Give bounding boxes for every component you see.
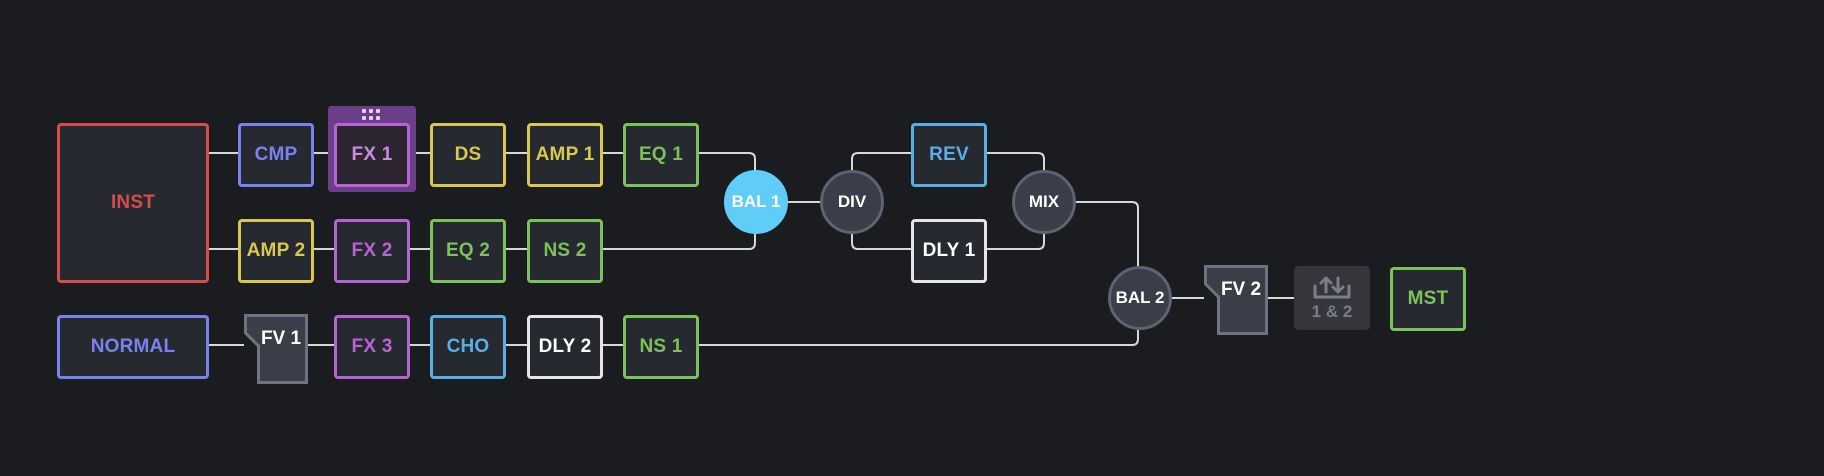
fv2-label: FV 2	[1220, 279, 1262, 300]
dly1-block[interactable]: DLY 1	[911, 219, 987, 283]
rev-block[interactable]: REV	[911, 123, 987, 187]
output-label: 1 & 2	[1311, 302, 1353, 321]
normal-block[interactable]: NORMAL	[57, 315, 209, 379]
fv1-block[interactable]: FV 1	[244, 314, 308, 384]
dly2-block[interactable]: DLY 2	[527, 315, 603, 379]
output-block[interactable]: 1 & 2	[1294, 266, 1370, 330]
wire-ns2-bal1	[603, 234, 756, 250]
fx3-block[interactable]: FX 3	[334, 315, 410, 379]
output-routing-icon	[1313, 276, 1351, 299]
drag-handle-icon[interactable]	[362, 109, 382, 121]
fx1-block[interactable]: FX 1	[334, 123, 410, 187]
div-node[interactable]: DIV	[820, 170, 884, 234]
ds-block[interactable]: DS	[430, 123, 506, 187]
fv2-block[interactable]: FV 2	[1204, 265, 1268, 335]
ns1-block[interactable]: NS 1	[623, 315, 699, 379]
fv1-shape	[244, 314, 308, 384]
wire-div-rev	[851, 152, 911, 170]
mix-node[interactable]: MIX	[1012, 170, 1076, 234]
wire-mix-bal2	[1076, 201, 1139, 266]
fx2-block[interactable]: FX 2	[334, 219, 410, 283]
bal2-node[interactable]: BAL 2	[1108, 266, 1172, 330]
amp2-block[interactable]: AMP 2	[238, 219, 314, 283]
ns2-block[interactable]: NS 2	[527, 219, 603, 283]
cmp-block[interactable]: CMP	[238, 123, 314, 187]
eq2-block[interactable]: EQ 2	[430, 219, 506, 283]
wire-dly1-mix	[987, 234, 1045, 250]
fv2-shape	[1204, 265, 1268, 335]
wire-div-dly1	[851, 234, 911, 250]
inst-block[interactable]: INST	[57, 123, 209, 283]
bal1-node[interactable]: BAL 1	[724, 170, 788, 234]
fv1-label: FV 1	[260, 328, 302, 349]
wire-ns1-bal2	[699, 330, 1139, 346]
cho-block[interactable]: CHO	[430, 315, 506, 379]
amp1-block[interactable]: AMP 1	[527, 123, 603, 187]
mst-block[interactable]: MST	[1390, 267, 1466, 331]
eq1-block[interactable]: EQ 1	[623, 123, 699, 187]
wire-eq1-bal1	[699, 152, 756, 170]
wire-rev-mix	[987, 152, 1045, 170]
